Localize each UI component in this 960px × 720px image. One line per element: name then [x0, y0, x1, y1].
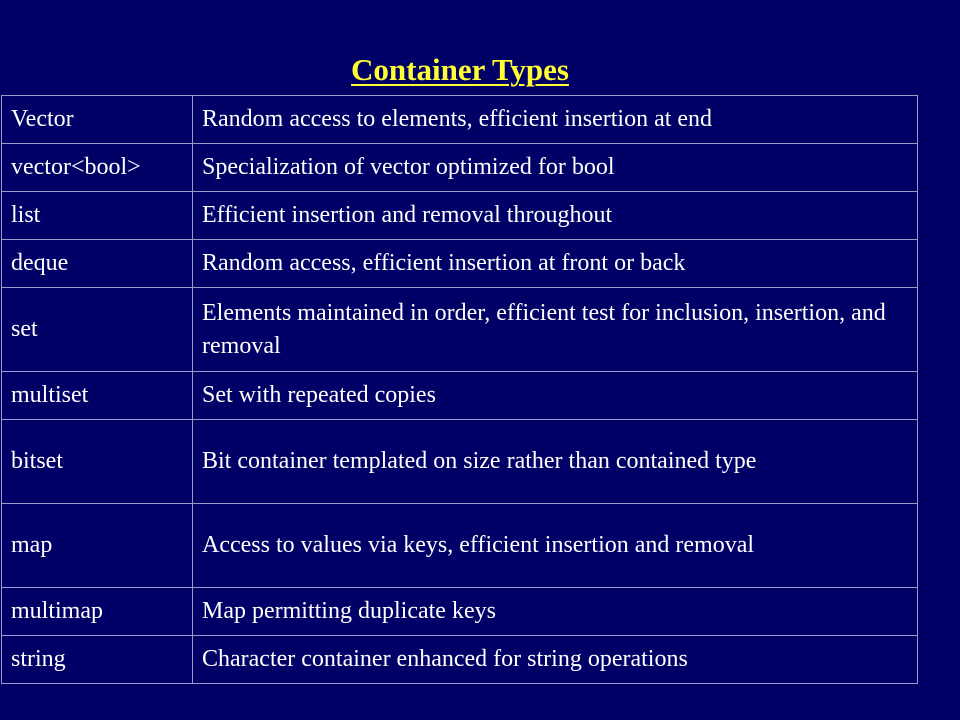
table-row: Vector Random access to elements, effici… — [1, 95, 918, 144]
container-description: Elements maintained in order, efficient … — [192, 287, 918, 372]
container-types-table: Vector Random access to elements, effici… — [1, 95, 918, 684]
table-row: vector<bool> Specialization of vector op… — [1, 143, 918, 192]
container-name: bitset — [1, 419, 193, 504]
container-description: Bit container templated on size rather t… — [192, 419, 918, 504]
container-name: set — [1, 287, 193, 372]
container-name: vector<bool> — [1, 143, 193, 192]
container-name: list — [1, 191, 193, 240]
container-name: multimap — [1, 587, 193, 636]
container-description: Efficient insertion and removal througho… — [192, 191, 918, 240]
table-row: bitset Bit container templated on size r… — [1, 419, 918, 504]
table-row: list Efficient insertion and removal thr… — [1, 191, 918, 240]
slide-title: Container Types — [351, 52, 569, 87]
container-name: map — [1, 503, 193, 588]
table-row: map Access to values via keys, efficient… — [1, 503, 918, 588]
container-name: Vector — [1, 95, 193, 144]
container-name: multiset — [1, 371, 193, 420]
container-name: deque — [1, 239, 193, 288]
container-description: Specialization of vector optimized for b… — [192, 143, 918, 192]
table-row: multimap Map permitting duplicate keys — [1, 587, 918, 636]
container-description: Random access to elements, efficient ins… — [192, 95, 918, 144]
table-row: string Character container enhanced for … — [1, 635, 918, 684]
container-description: Map permitting duplicate keys — [192, 587, 918, 636]
container-name: string — [1, 635, 193, 684]
container-description: Random access, efficient insertion at fr… — [192, 239, 918, 288]
container-description: Character container enhanced for string … — [192, 635, 918, 684]
table-row: multiset Set with repeated copies — [1, 371, 918, 420]
container-description: Set with repeated copies — [192, 371, 918, 420]
table-row: deque Random access, efficient insertion… — [1, 239, 918, 288]
container-description: Access to values via keys, efficient ins… — [192, 503, 918, 588]
table-row: set Elements maintained in order, effici… — [1, 287, 918, 372]
